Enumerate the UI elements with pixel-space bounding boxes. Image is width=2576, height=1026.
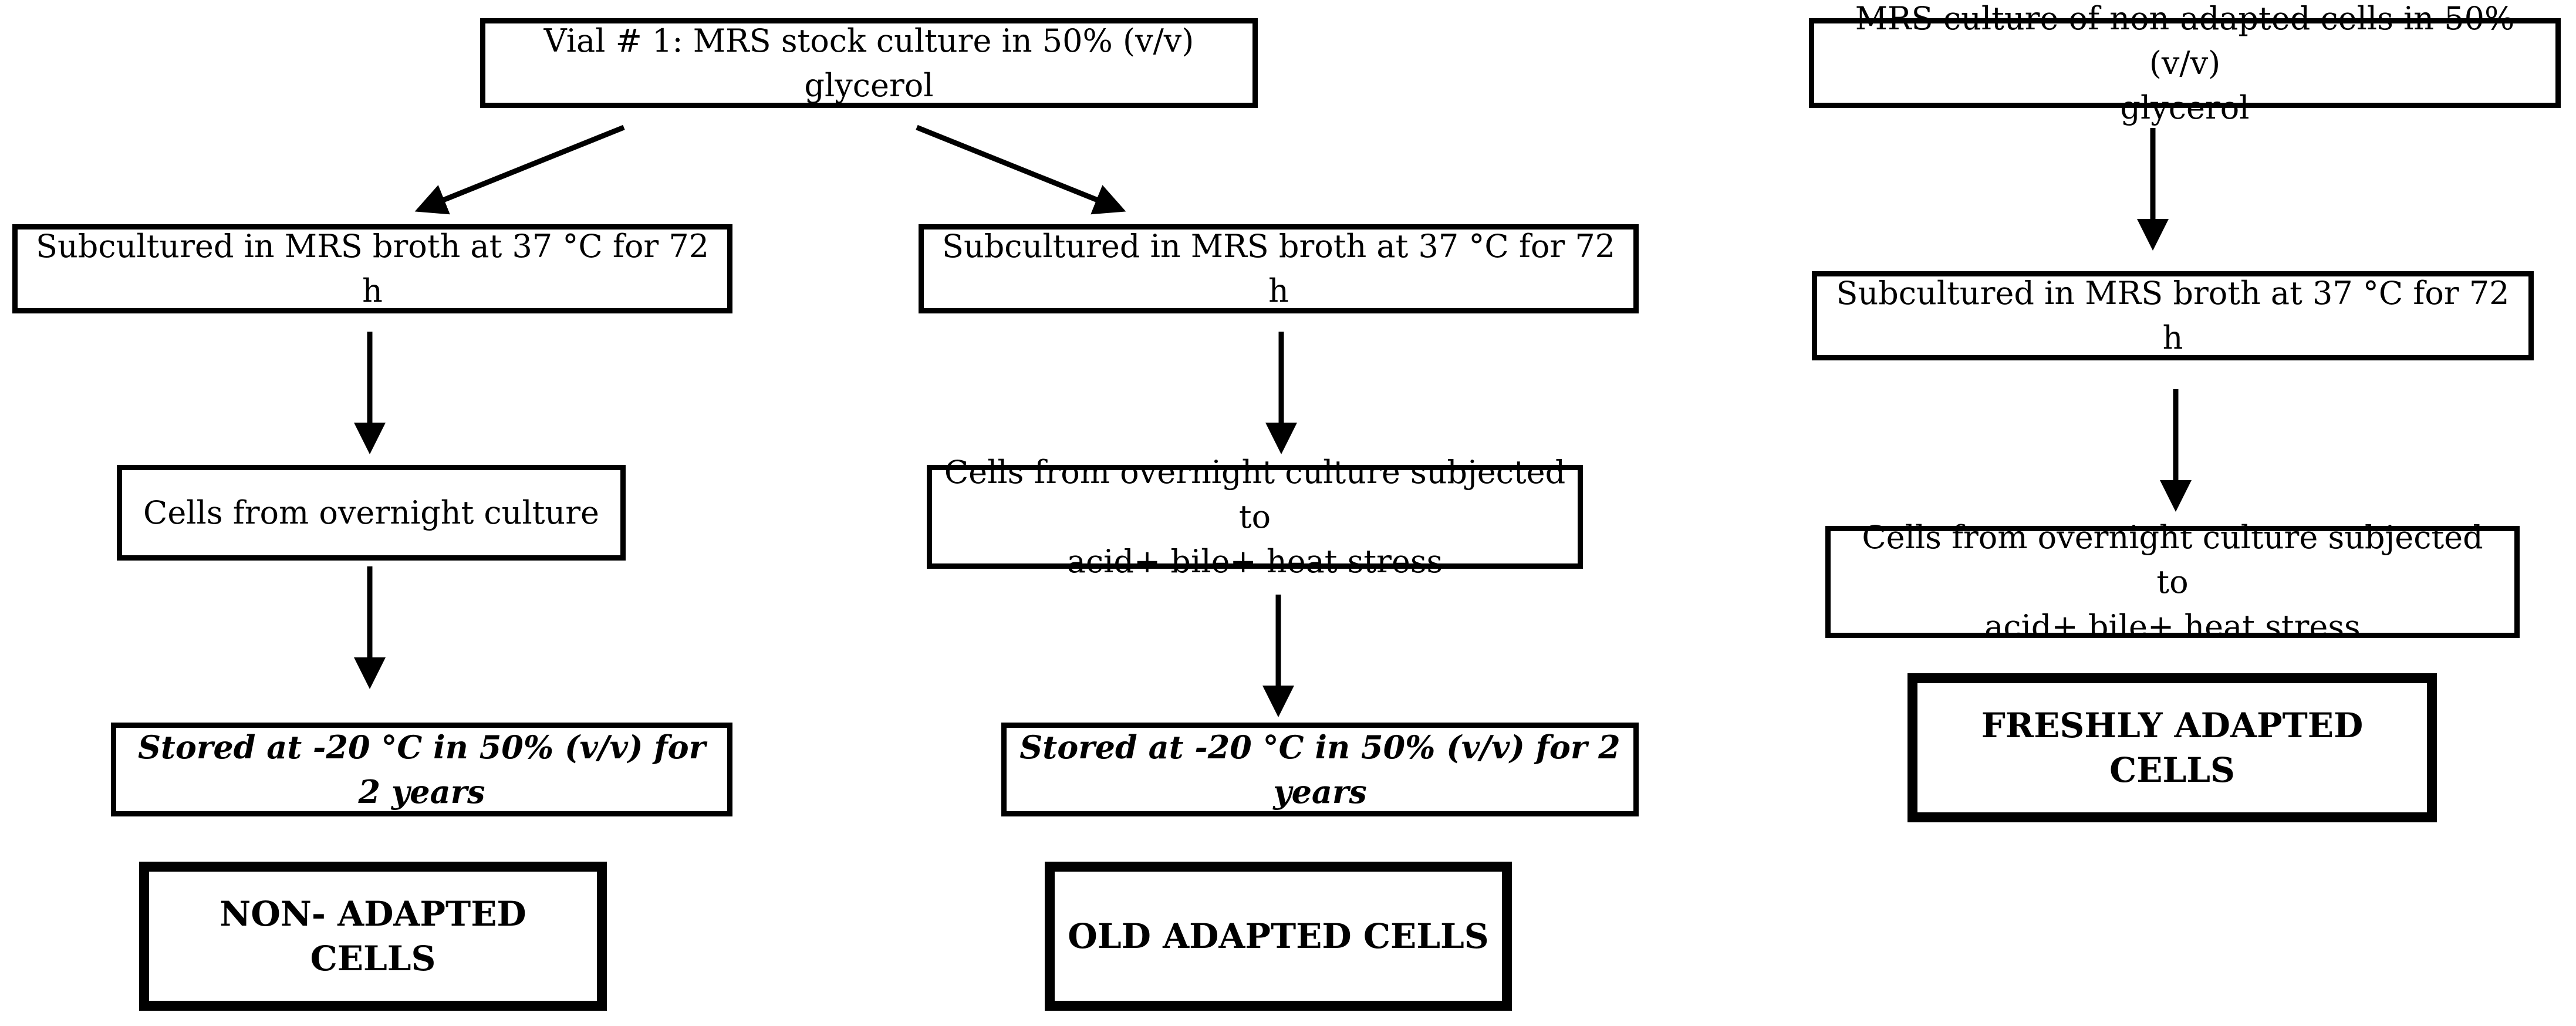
cells-stress-right-line1: Cells from overnight culture subjected t… — [1862, 518, 2483, 600]
old-adapted-cells-box: OLD ADAPTED CELLS — [1045, 862, 1512, 1011]
subculture-left-box: Subcultured in MRS broth at 37 °C for 72… — [12, 224, 732, 313]
non-adapted-cells-label: NON- ADAPTED CELLS — [220, 894, 526, 978]
subculture-right-text: Subcultured in MRS broth at 37 °C for 72… — [1836, 275, 2510, 356]
cells-stress-mid-line1: Cells from overnight culture subjected t… — [944, 453, 1566, 535]
cells-left-text: Cells from overnight culture — [143, 494, 599, 531]
arrow-vial-to-left — [414, 124, 625, 215]
vial-stock-box: Vial # 1: MRS stock culture in 50% (v/v)… — [480, 18, 1258, 108]
stored-left-text: Stored at -20 °C in 50% (v/v) for 2 year… — [137, 728, 706, 811]
cells-stress-mid-line2: acid+ bile+ heat stress — [1066, 542, 1443, 580]
subculture-mid-text: Subcultured in MRS broth at 37 °C for 72… — [941, 228, 1616, 309]
arrow-vial-to-mid — [916, 124, 1126, 215]
cells-stress-right-line2: acid+ bile+ heat stress — [1984, 608, 2361, 645]
stored-left-box: Stored at -20 °C in 50% (v/v) for 2 year… — [111, 723, 732, 816]
non-adapted-glycerol-line1: MRS culture of non-adapted cells in 50% … — [1855, 0, 2515, 82]
non-adapted-glycerol-box: MRS culture of non-adapted cells in 50% … — [1809, 0, 2561, 126]
stored-mid-text: Stored at -20 °C in 50% (v/v) for 2 year… — [1019, 728, 1620, 811]
vial-stock-text: Vial # 1: MRS stock culture in 50% (v/v)… — [543, 22, 1194, 104]
subculture-left-text: Subcultured in MRS broth at 37 °C for 72… — [35, 228, 710, 309]
cells-stress-mid-text: Cells from overnight culture subjected t… — [944, 450, 1566, 584]
cells-left-box: Cells from overnight culture — [117, 465, 626, 561]
stored-mid-box: Stored at -20 °C in 50% (v/v) for 2 year… — [1001, 723, 1639, 816]
freshly-adapted-cells-box: FRESHLY ADAPTED CELLS — [1907, 673, 2437, 822]
cells-stress-right-text: Cells from overnight culture subjected t… — [1842, 515, 2503, 649]
cells-stress-mid-box: Cells from overnight culture subjected t… — [927, 454, 1583, 580]
non-adapted-glycerol-text: MRS culture of non-adapted cells in 50% … — [1826, 0, 2544, 130]
freshly-adapted-cells-label: FRESHLY ADAPTED CELLS — [1981, 706, 2364, 790]
old-adapted-cells-label: OLD ADAPTED CELLS — [1068, 916, 1489, 956]
non-adapted-cells-box: NON- ADAPTED CELLS — [139, 862, 607, 1011]
subculture-mid-box: Subcultured in MRS broth at 37 °C for 72… — [919, 224, 1639, 313]
cells-stress-right-box: Cells from overnight culture subjected t… — [1825, 519, 2520, 645]
non-adapted-glycerol-line2: glycerol — [2120, 89, 2250, 126]
subculture-right-box: Subcultured in MRS broth at 37 °C for 72… — [1812, 271, 2534, 360]
